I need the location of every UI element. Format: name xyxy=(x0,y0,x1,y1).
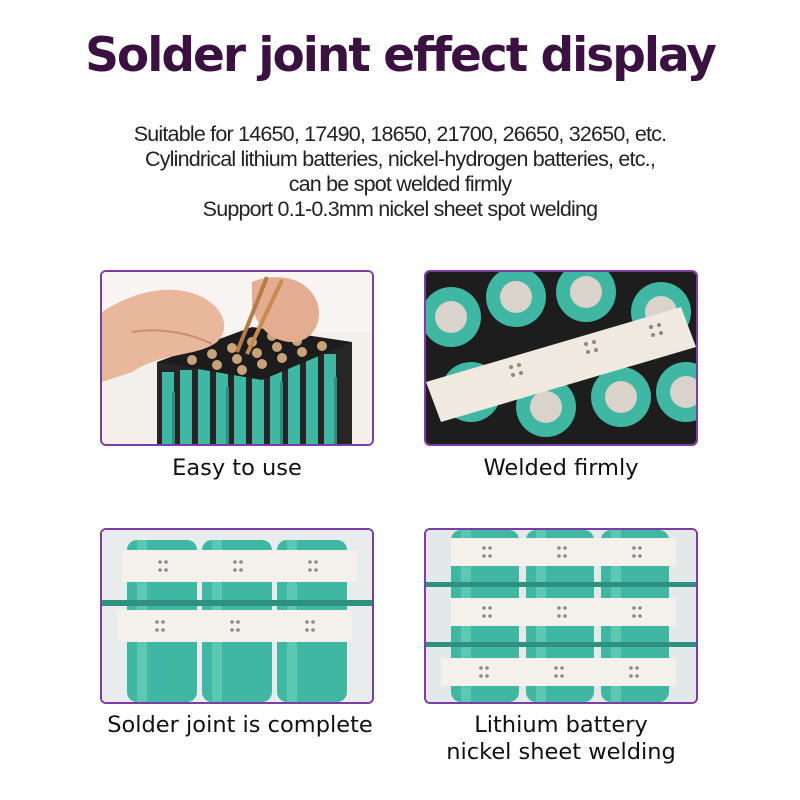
caption-welded-firmly: Welded firmly xyxy=(483,455,639,481)
battery-pack xyxy=(157,327,352,444)
welded-strip-closeup-image xyxy=(426,272,696,444)
three-strips-on-cells-image xyxy=(426,530,696,702)
nickel-strips xyxy=(117,550,357,642)
subtitle-line: Suitable for 14650, 17490, 18650, 21700,… xyxy=(133,122,667,146)
page-title: Solder joint effect display xyxy=(85,28,717,83)
caption-line: nickel sheet welding xyxy=(446,739,676,765)
battery-pack-welding-image xyxy=(102,272,372,444)
photo-welded-firmly xyxy=(424,270,698,446)
nickel-strip xyxy=(426,307,696,422)
caption-easy-to-use: Easy to use xyxy=(172,455,302,481)
photo-nickel-sheet-welding xyxy=(424,528,698,704)
nickel-strips xyxy=(441,538,676,686)
strips-on-cells-image xyxy=(102,530,372,702)
subtitle-line: can be spot welded firmly xyxy=(288,172,512,196)
welding-pen xyxy=(235,276,284,355)
hands xyxy=(102,277,320,382)
photo-solder-joint-complete xyxy=(100,528,374,704)
caption-nickel-sheet-welding: Lithium battery nickel sheet welding xyxy=(424,712,698,766)
caption-solder-joint-complete: Solder joint is complete xyxy=(107,712,373,738)
subtitle-line: Cylindrical lithium batteries, nickel-hy… xyxy=(144,147,656,171)
photo-easy-to-use xyxy=(100,270,374,446)
caption-line: Lithium battery xyxy=(474,712,648,738)
subtitle: Suitable for 14650, 17490, 18650, 21700,… xyxy=(0,122,800,222)
subtitle-line: Support 0.1-0.3mm nickel sheet spot weld… xyxy=(202,197,598,221)
